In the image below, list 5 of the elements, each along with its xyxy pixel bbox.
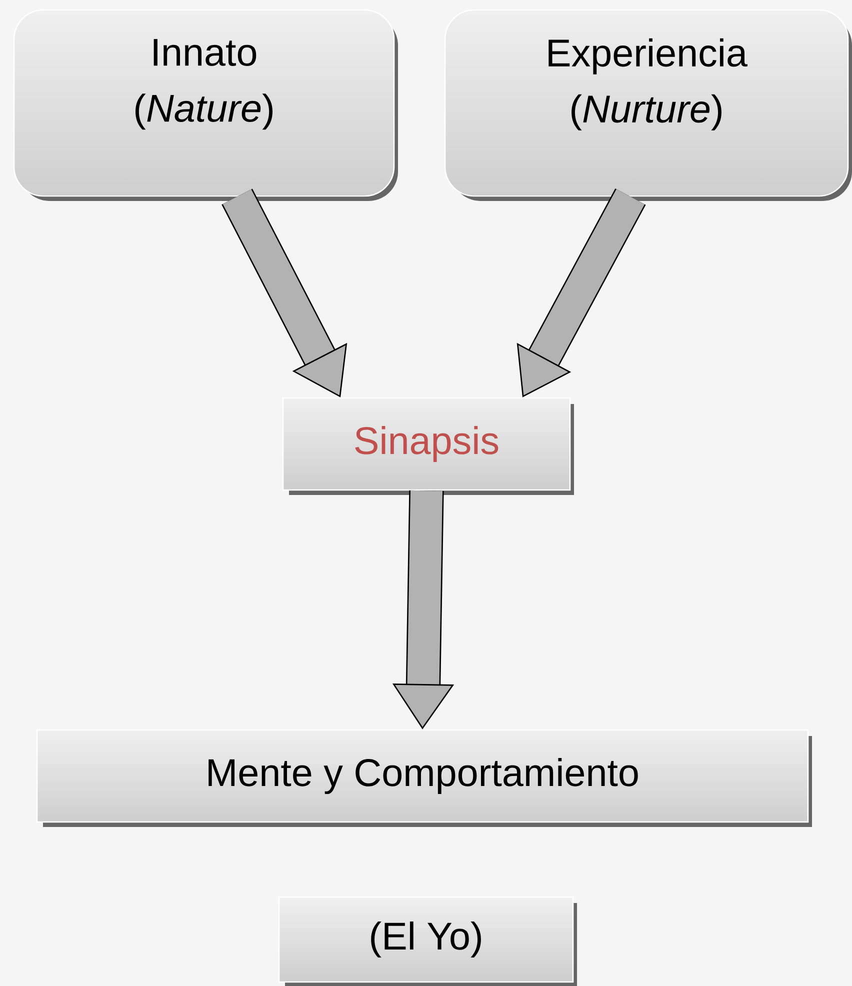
rounded-box: Experiencia (Nurture) [444, 9, 852, 201]
process-box: (El Yo) [278, 896, 577, 986]
process-box: Mente y Comportamiento [36, 729, 812, 827]
process-box: Sinapsis [282, 397, 574, 495]
rounded-box: Innato (Nature) [13, 9, 398, 201]
